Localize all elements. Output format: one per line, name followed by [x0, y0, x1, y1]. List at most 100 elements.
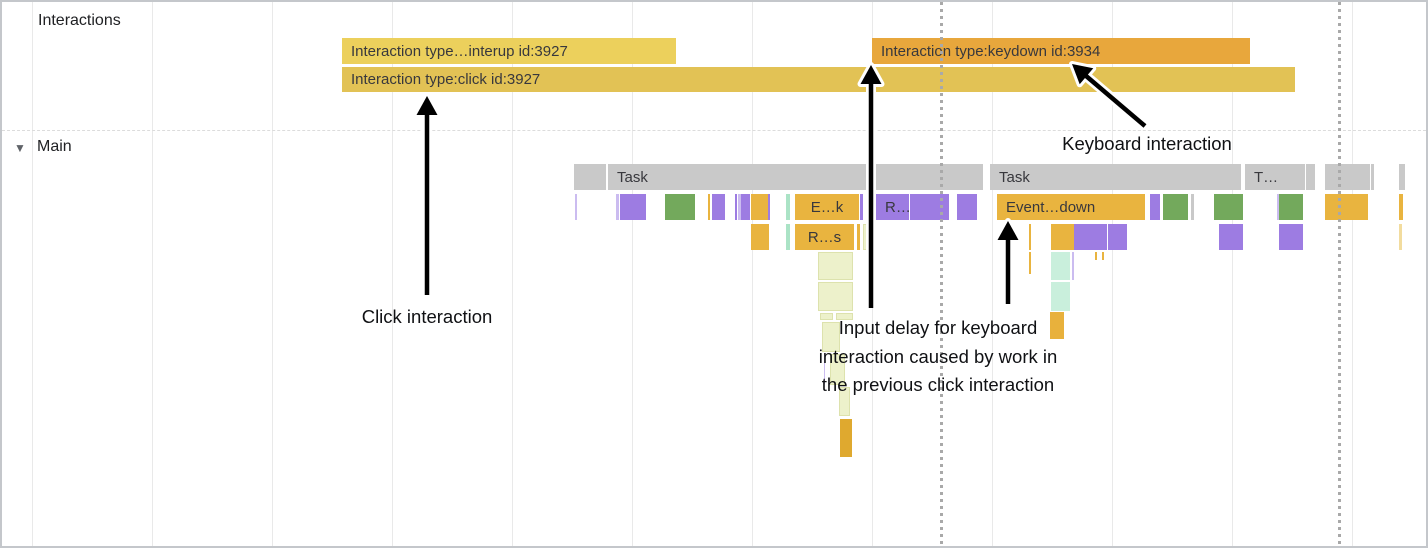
flame-bar[interactable] [857, 224, 860, 250]
flame-bar[interactable] [1095, 252, 1097, 260]
event-keydown-arrow [994, 218, 1022, 304]
gridline [1232, 2, 1233, 546]
flame-bar-label: T… [1254, 168, 1279, 186]
flame-bar[interactable] [1219, 224, 1243, 250]
interaction-bar-label: Interaction type:click id:3927 [351, 71, 541, 88]
flame-bar-label: E…k [810, 198, 844, 216]
click-interaction-annotation: Click interaction [361, 306, 493, 327]
gridline [152, 2, 153, 546]
flame-bar[interactable]: Task [990, 164, 1241, 190]
flame-bar[interactable] [1029, 224, 1031, 250]
flame-bar[interactable] [575, 194, 577, 220]
flame-bar[interactable] [1214, 194, 1243, 220]
flame-bar[interactable] [738, 194, 741, 220]
flame-bar[interactable]: E…k [795, 194, 859, 220]
time-marker-line [1338, 2, 1341, 546]
flame-bar[interactable] [620, 194, 646, 220]
flame-bar[interactable] [1279, 194, 1303, 220]
click-interaction-arrow [413, 93, 441, 295]
flame-bar[interactable] [741, 194, 750, 220]
flame-bar[interactable] [1325, 164, 1368, 190]
input-delay-annotation-line1: Input delay for keyboard [838, 317, 1038, 338]
gridline [512, 2, 513, 546]
time-marker-line [940, 2, 943, 546]
flame-bar[interactable] [1050, 312, 1064, 339]
flame-bar[interactable] [818, 252, 853, 280]
flame-bar[interactable]: Task [608, 164, 983, 190]
flame-bar[interactable] [1163, 194, 1188, 220]
interactions-track-label: Interactions [38, 12, 121, 29]
flame-bar[interactable] [616, 194, 619, 220]
gridline [992, 2, 993, 546]
main-track-collapse-icon[interactable]: ▼ [14, 141, 26, 155]
flame-bar[interactable] [1325, 194, 1368, 220]
main-track-label: Main [37, 138, 72, 155]
flame-bar[interactable] [824, 354, 825, 384]
flame-bar-label: R…s [807, 228, 842, 246]
flame-bar[interactable]: R…s [795, 224, 854, 250]
flame-bar[interactable] [1029, 252, 1031, 274]
flame-bar[interactable] [820, 313, 833, 320]
flame-bar[interactable] [957, 194, 977, 220]
input-delay-annotation-line3: the previous click interaction [821, 374, 1055, 395]
keyboard-interaction-annotation: Keyboard interaction [1062, 133, 1232, 154]
flame-bar[interactable] [665, 194, 695, 220]
flame-bar[interactable] [840, 419, 852, 457]
flame-bar[interactable]: R… [876, 194, 909, 220]
interaction-bar-pointerup[interactable]: Interaction type…interup id:3927 [342, 38, 676, 64]
flame-bar[interactable] [1277, 194, 1279, 220]
flame-bar[interactable] [830, 354, 845, 385]
flame-bar-label: Task [617, 168, 648, 186]
flame-bar[interactable] [708, 194, 710, 220]
interaction-bar-label: Interaction type:keydown id:3934 [881, 42, 1101, 60]
flame-bar[interactable]: Event…down [997, 194, 1145, 220]
flame-bar[interactable] [1072, 252, 1074, 280]
flame-bar[interactable] [1279, 224, 1303, 250]
flame-bar[interactable] [822, 322, 840, 352]
flame-bar[interactable] [1051, 252, 1070, 280]
flame-bar[interactable] [1108, 224, 1127, 250]
flame-bar[interactable] [1371, 164, 1374, 190]
track-divider [2, 130, 1426, 131]
flame-bar[interactable] [712, 194, 725, 220]
interaction-bar-keydown[interactable]: Interaction type:keydown id:3934 [872, 38, 1250, 64]
flame-bar[interactable]: T… [1245, 164, 1305, 190]
interaction-bar-click[interactable]: Interaction type:click id:3927 [342, 67, 1295, 92]
flame-bar[interactable] [1399, 224, 1402, 250]
gridline [752, 2, 753, 546]
flame-bar[interactable] [1051, 224, 1074, 250]
input-delay-annotation-line2: interaction caused by work in [818, 345, 1058, 367]
flame-bar-label: Event…down [1006, 198, 1096, 216]
flame-bar[interactable] [836, 313, 853, 320]
flame-bar[interactable] [1306, 164, 1315, 190]
gridline [1352, 2, 1353, 546]
gridline [1112, 2, 1113, 546]
flame-bar[interactable] [910, 194, 949, 220]
flame-bar[interactable] [1191, 194, 1194, 220]
flame-bar[interactable] [1102, 252, 1104, 260]
flame-bar[interactable] [1399, 194, 1403, 220]
flame-bar[interactable] [751, 224, 769, 250]
flame-bar[interactable] [863, 224, 868, 250]
flame-bar[interactable] [751, 194, 769, 220]
flame-bar[interactable] [860, 194, 863, 220]
gridline [632, 2, 633, 546]
flame-bar[interactable] [1150, 194, 1160, 220]
flame-bar[interactable] [818, 282, 853, 311]
gridline [272, 2, 273, 546]
flame-bar[interactable] [1368, 164, 1370, 190]
input-delay-annotation: Input delay for keyboard interaction cau… [778, 314, 1098, 400]
interaction-bar-label: Interaction type…interup id:3927 [351, 42, 568, 60]
flame-bar[interactable] [786, 224, 790, 250]
flame-bar[interactable] [1051, 282, 1070, 311]
gridline [32, 2, 33, 546]
flame-bar[interactable] [768, 194, 770, 220]
flame-bar[interactable] [735, 194, 737, 220]
flame-bar[interactable] [839, 387, 850, 416]
flame-bar-label: R… [885, 198, 909, 216]
flame-bar[interactable] [1074, 224, 1107, 250]
flame-bar[interactable] [786, 194, 790, 220]
flame-bar[interactable] [574, 164, 606, 190]
flame-bar[interactable] [1399, 164, 1405, 190]
